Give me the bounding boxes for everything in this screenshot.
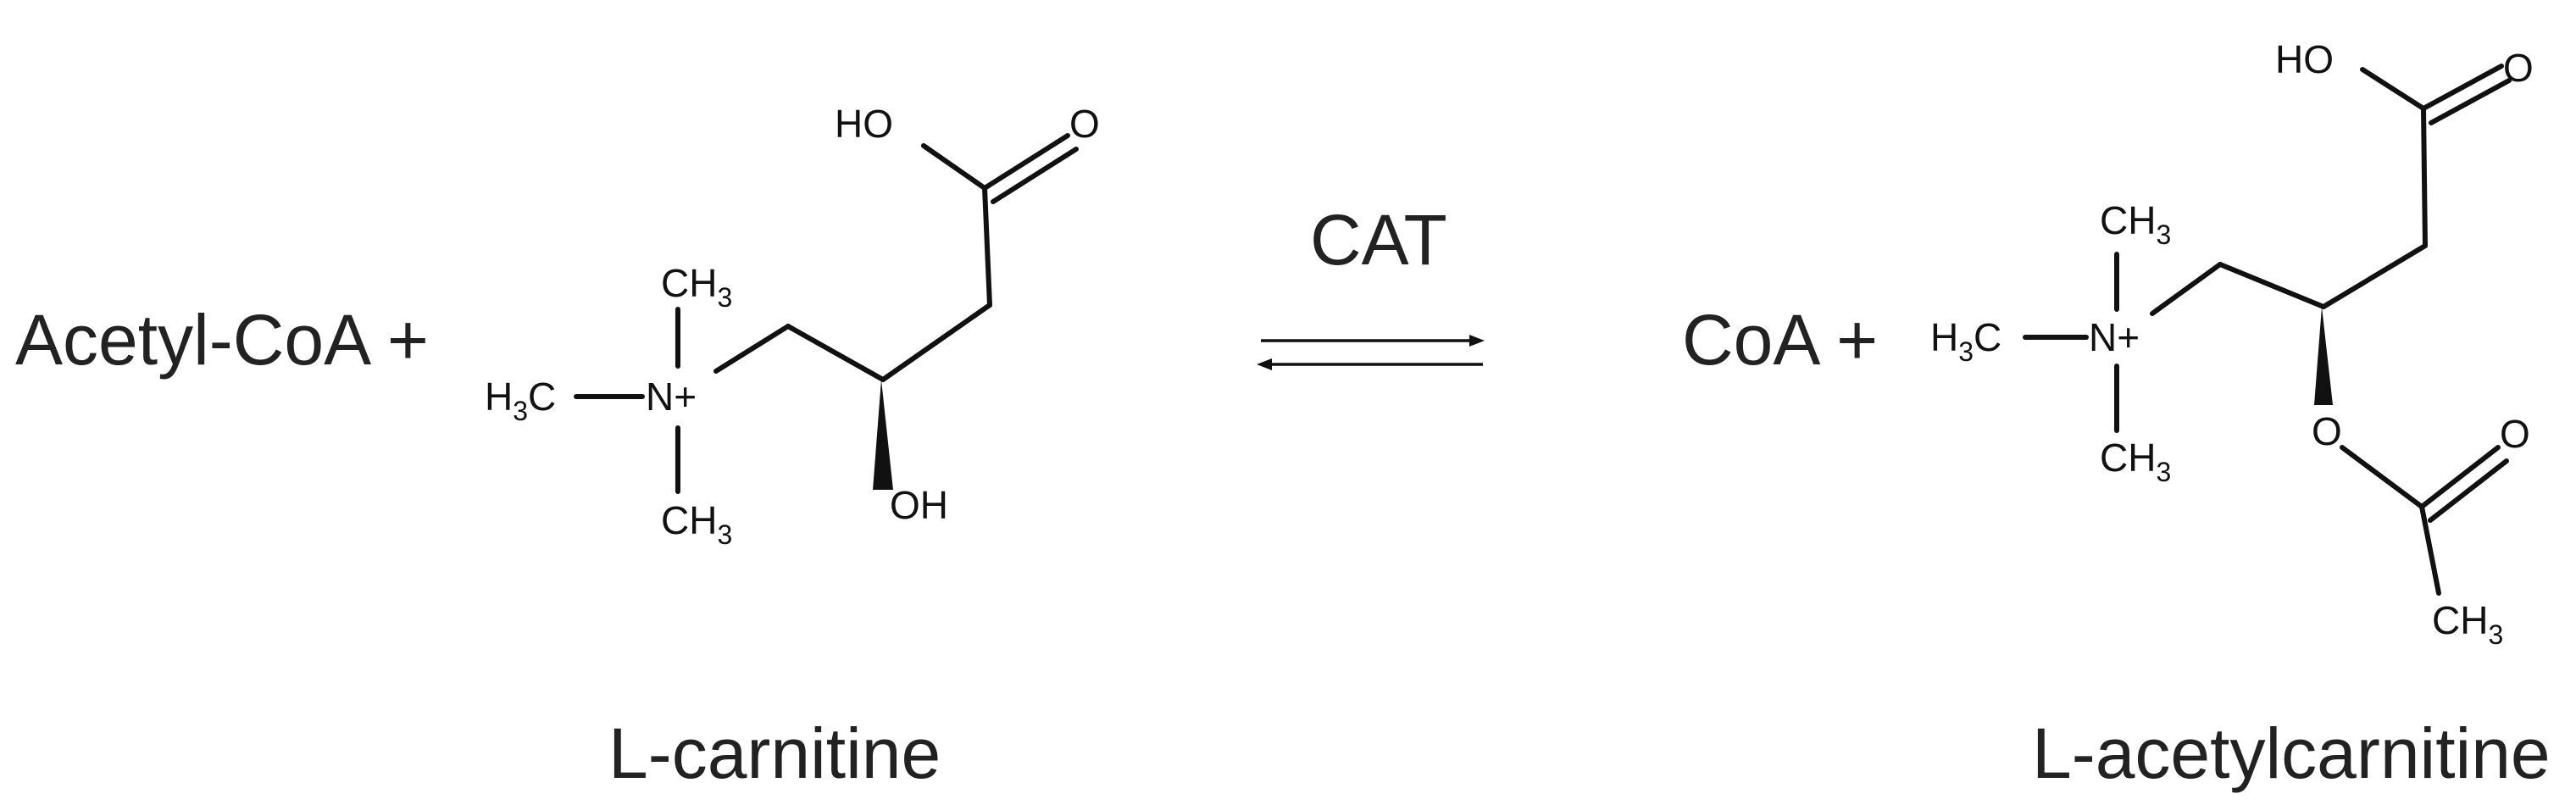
wedge-bond-oh [873,380,893,490]
bond-carbonyl-o-double-1 [2419,445,2501,509]
bond-carboxyl-o-double-1-2 [2421,64,2504,111]
forward-arrow-head [1469,335,1485,347]
atom-methyl-top: CH3 [661,261,732,313]
bond-n-ch2 [713,324,791,374]
atom-ester-o: O [2312,409,2342,453]
atom-acetyl-methyl: CH3 [2432,598,2503,650]
wedge-bond-ester-o [2314,307,2333,405]
atom-carboxyl-oh: HO [835,102,893,146]
bond-carboxyl-oh-2 [2360,67,2426,111]
atom-carboxyl-o-2: O [2503,46,2534,90]
bond-carboxyl-o-double-2-2 [2429,78,2512,125]
bond-ch2-chiral-2 [2218,262,2326,309]
atom-nitrogen: N+ [646,375,697,419]
atom-methyl-top-2: CH3 [2100,198,2171,250]
product-coa-text: CoA + [1682,300,1878,380]
equilibrium-arrow [1257,335,1485,370]
bond-ester-o-carbonyl-c [2340,445,2424,509]
atom-methyl-bottom-2: CH3 [2100,436,2171,487]
atom-carboxyl-oh-2: HO [2275,37,2334,81]
bond-carboxyl-o-double-1 [982,133,1070,191]
atom-hydroxyl: OH [890,483,948,527]
bond-carboxyl-o-double-2 [991,147,1079,204]
bond-chiral-ch2b [880,303,992,382]
atom-nitrogen-2: N+ [2089,315,2140,359]
reactant-acetyl-coa-text: Acetyl-CoA + [15,300,429,380]
reactant-label: L-carnitine [608,713,941,793]
bond-carboxyl-oh [921,143,987,191]
atom-carbonyl-o: O [2500,412,2530,456]
bond-ch2-chiral [786,324,886,382]
bond-n-ch2-2 [2150,262,2223,316]
product-label: L-acetylcarnitine [2032,713,2551,793]
atom-methyl-left: H3C [485,375,556,426]
reverse-arrow-head [1257,358,1272,370]
bond-ch2b-carboxyl [982,186,992,308]
bond-ch2b-carboxyl-2 [2421,106,2428,248]
atom-methyl-bottom: CH3 [661,498,732,550]
bond-carbonyl-methyl [2419,504,2441,596]
atom-methyl-left-2: H3C [1930,315,2001,367]
l-carnitine-structure: CH3 H3C N+ CH3 OH HO O [485,102,1100,550]
bond-chiral-ch2b-2 [2321,243,2428,309]
l-acetylcarnitine-structure: CH3 H3C N+ CH3 O O CH3 HO O [1930,37,2534,650]
atom-carboxyl-o: O [1069,102,1100,146]
bond-carbonyl-o-double-2 [2428,458,2509,523]
enzyme-label: CAT [1310,200,1447,280]
